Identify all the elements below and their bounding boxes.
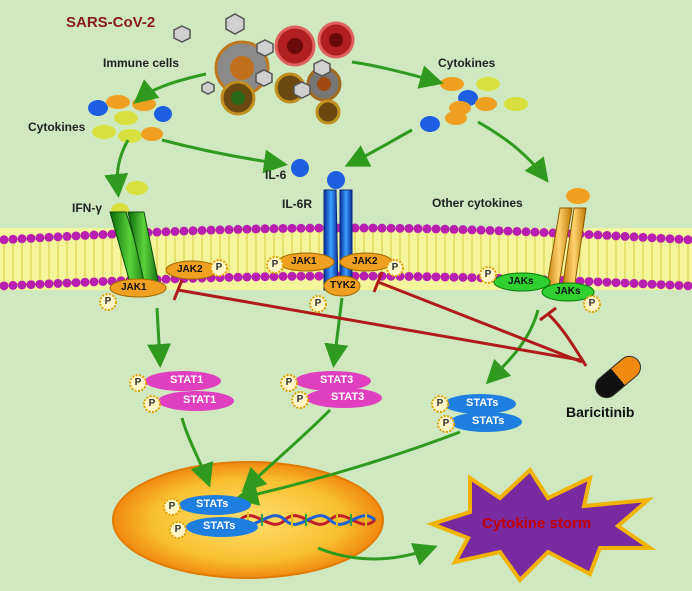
stat3-b-label: STAT3	[331, 391, 365, 403]
phospho-mark: P	[168, 501, 176, 512]
il6-label: IL-6	[265, 168, 287, 182]
phospho-mark: P	[296, 394, 304, 405]
stat3-a-label: STAT3	[320, 374, 354, 386]
tyk2-label: TYK2	[330, 280, 356, 291]
phospho-mark: P	[391, 262, 399, 273]
phospho-mark: P	[148, 398, 156, 409]
cytokines-left-label: Cytokines	[28, 120, 86, 134]
phospho-mark: P	[442, 418, 450, 429]
phospho-mark: P	[134, 377, 142, 388]
jak-proteins	[109, 252, 595, 302]
phospho-mark: P	[215, 262, 223, 273]
phospho-mark: P	[314, 298, 322, 309]
immune-cells-label: Immune cells	[103, 56, 180, 70]
phospho-mark: P	[588, 298, 596, 309]
other-cytokine-molecule	[566, 188, 590, 204]
stats-r1-label: STATs	[466, 397, 499, 409]
il6-molecule	[291, 159, 309, 177]
stats-n1-label: STATs	[196, 498, 229, 510]
stats-n2-label: STATs	[203, 520, 236, 532]
stat1-b-label: STAT1	[183, 394, 217, 406]
phospho-mark: P	[271, 259, 279, 270]
phospho-mark: P	[174, 524, 182, 535]
phospho-mark: P	[104, 296, 112, 307]
jaks-2-label: JAKs	[555, 286, 581, 297]
phospho-badges	[99, 256, 601, 539]
virus-label: SARS-CoV-2	[66, 14, 156, 31]
ifn-label: IFN-γ	[72, 201, 102, 215]
stat-proteins	[145, 371, 522, 537]
cytokines-right-label: Cytokines	[438, 56, 496, 70]
jak2-mid-label: JAK2	[352, 256, 378, 267]
phospho-mark: P	[484, 269, 492, 280]
cytokines-right-cluster	[420, 77, 528, 132]
jak1-mid-label: JAK1	[291, 256, 317, 267]
stat1-a-label: STAT1	[170, 374, 204, 386]
baricitinib-label: Baricitinib	[566, 404, 635, 420]
jaks-1-label: JAKs	[508, 276, 534, 287]
cytokine-storm-label: Cytokine storm	[482, 515, 592, 532]
phospho-mark: P	[285, 377, 293, 388]
il6r-label: IL-6R	[282, 197, 312, 211]
cytokine-storm-star	[425, 466, 657, 584]
immune-cells-cluster	[214, 21, 355, 125]
il6-bound-molecule	[327, 171, 345, 189]
phospho-mark: P	[436, 398, 444, 409]
inhibition-lines	[172, 271, 588, 367]
baricitinib-capsule	[595, 355, 641, 399]
stats-r2-label: STATs	[472, 415, 505, 427]
cytokines-left-cluster	[88, 95, 172, 143]
jak2-left-label: JAK2	[177, 264, 203, 275]
jak1-left-label: JAK1	[121, 282, 147, 293]
virus-particles	[173, 13, 331, 99]
other-cytokines-label: Other cytokines	[432, 196, 523, 210]
ifn-molecule	[126, 181, 148, 195]
